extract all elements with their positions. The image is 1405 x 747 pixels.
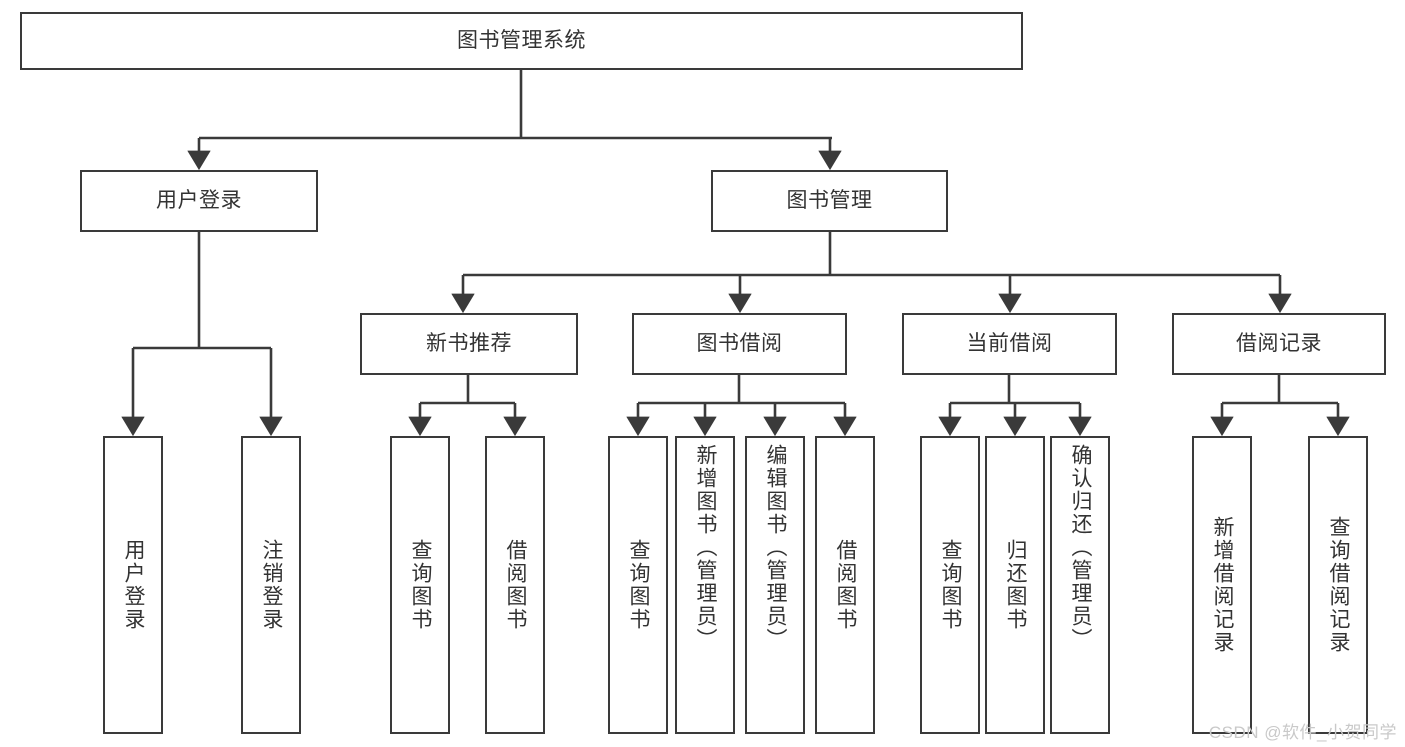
node-leaf-borrow-book-1-label: 借阅图书	[504, 539, 528, 631]
node-leaf-query-book-3[interactable]: 查询图书	[920, 436, 980, 734]
node-leaf-confirm-return-label: 确认归还（管理员）	[1069, 444, 1093, 651]
node-leaf-add-book-label: 新增图书（管理员）	[694, 444, 718, 651]
node-leaf-borrow-book-1[interactable]: 借阅图书	[485, 436, 545, 734]
node-root[interactable]: 图书管理系统	[20, 12, 1023, 70]
node-book-manage[interactable]: 图书管理	[711, 170, 948, 232]
node-leaf-user-logout[interactable]: 注销登录	[241, 436, 301, 734]
node-user-login[interactable]: 用户登录	[80, 170, 318, 232]
node-new-book-rec-label: 新书推荐	[426, 332, 512, 356]
node-leaf-borrow-book-2[interactable]: 借阅图书	[815, 436, 875, 734]
node-book-manage-label: 图书管理	[786, 189, 873, 213]
node-borrow-record-label: 借阅记录	[1236, 332, 1322, 356]
watermark-text: CSDN @软件_小贺同学	[1208, 723, 1397, 742]
node-leaf-add-record[interactable]: 新增借阅记录	[1192, 436, 1252, 734]
node-new-book-rec[interactable]: 新书推荐	[360, 313, 578, 375]
node-root-label: 图书管理系统	[457, 29, 586, 53]
node-leaf-query-book-1[interactable]: 查询图书	[390, 436, 450, 734]
node-current-borrow-label: 当前借阅	[966, 332, 1053, 356]
node-leaf-query-record-label: 查询借阅记录	[1327, 516, 1351, 654]
node-leaf-confirm-return[interactable]: 确认归还（管理员）	[1050, 436, 1110, 734]
node-user-login-label: 用户登录	[156, 189, 242, 213]
node-leaf-query-book-3-label: 查询图书	[939, 539, 963, 631]
node-book-borrow-label: 图书借阅	[696, 332, 783, 356]
node-leaf-edit-book-label: 编辑图书（管理员）	[764, 444, 788, 651]
node-current-borrow[interactable]: 当前借阅	[902, 313, 1117, 375]
node-leaf-borrow-book-2-label: 借阅图书	[834, 539, 858, 631]
node-leaf-add-record-label: 新增借阅记录	[1211, 516, 1235, 654]
node-book-borrow[interactable]: 图书借阅	[632, 313, 847, 375]
node-leaf-edit-book[interactable]: 编辑图书（管理员）	[745, 436, 805, 734]
node-leaf-query-book-2[interactable]: 查询图书	[608, 436, 668, 734]
node-borrow-record[interactable]: 借阅记录	[1172, 313, 1386, 375]
node-leaf-user-login[interactable]: 用户登录	[103, 436, 163, 734]
node-leaf-user-login-label: 用户登录	[122, 539, 146, 631]
node-leaf-user-logout-label: 注销登录	[260, 539, 284, 631]
node-leaf-return-book[interactable]: 归还图书	[985, 436, 1045, 734]
node-leaf-return-book-label: 归还图书	[1004, 539, 1028, 631]
node-leaf-query-book-1-label: 查询图书	[409, 539, 433, 631]
node-leaf-add-book[interactable]: 新增图书（管理员）	[675, 436, 735, 734]
node-leaf-query-book-2-label: 查询图书	[627, 539, 651, 631]
node-leaf-query-record[interactable]: 查询借阅记录	[1308, 436, 1368, 734]
